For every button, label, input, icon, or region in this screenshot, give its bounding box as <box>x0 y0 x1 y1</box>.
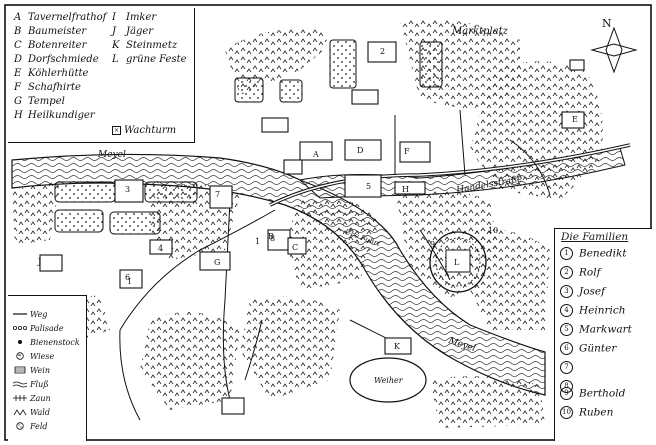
family-marker-5: 5 <box>366 182 372 191</box>
legend-entry-river: Fluß <box>12 380 49 390</box>
building-marker-l: L <box>454 258 460 267</box>
legend-entry-road: Weg <box>12 310 47 320</box>
family-marker-8: 8 <box>270 234 276 243</box>
fields <box>54 39 443 235</box>
map-frame <box>4 4 652 441</box>
building-marker-g: G <box>214 258 221 267</box>
north-label: N <box>602 17 612 30</box>
family-marker-9: 9 <box>430 240 436 249</box>
building-marker-c: C <box>292 243 299 252</box>
family-marker-1: 1 <box>255 237 261 246</box>
legend-entry-palisade: Palisade <box>12 324 64 334</box>
family-entry-7: 7 <box>560 361 579 374</box>
building-marker-f: F <box>404 147 410 156</box>
family-marker-6: 6 <box>125 273 131 282</box>
building-marker-h: H <box>402 185 409 194</box>
watchtower-entry: ×Wachturm <box>112 125 177 136</box>
building-marker-d: D <box>357 146 364 155</box>
field-icon <box>12 422 30 432</box>
family-marker-2: 2 <box>380 47 386 56</box>
legend-entry-meadow: Wiese <box>12 352 54 362</box>
north-arrow <box>590 26 638 74</box>
legend-entry-field: Feld <box>12 422 48 432</box>
family-marker-7: 7 <box>215 190 221 199</box>
fence-icon <box>12 394 30 404</box>
buildings <box>39 41 585 415</box>
pond <box>349 357 427 403</box>
legend-entry-vine: Wein <box>12 366 50 376</box>
family-marker-10: 10 <box>488 226 499 235</box>
river-left-label: Meyel <box>98 150 126 160</box>
building-marker-j: J <box>38 257 42 266</box>
legend-entry-fence: Zaun <box>12 394 51 404</box>
family-marker-3: 3 <box>125 185 131 194</box>
legend-entry-forest: Wald <box>12 408 50 418</box>
family-panel-title: Die Familien <box>561 231 629 243</box>
building-marker-e: E <box>572 115 578 124</box>
forest-icon <box>12 408 30 418</box>
road-icon <box>12 310 30 320</box>
beehive-icon <box>12 338 30 348</box>
building-marker-b: B <box>268 232 274 241</box>
family-marker-4: 4 <box>158 244 164 253</box>
building-marker-i: I <box>128 277 132 286</box>
paths <box>119 109 551 421</box>
legend-entry-beehive: Bienenstock <box>12 338 80 348</box>
vine-icon <box>12 366 30 376</box>
palisade-icon <box>12 324 30 334</box>
pond-label: Weiher <box>374 376 403 385</box>
green-fortress <box>429 231 487 293</box>
market-label: Marktplatz <box>452 26 508 37</box>
building-marker-k: K <box>394 342 400 351</box>
building-marker-a: A <box>313 150 319 159</box>
river-icon <box>12 380 30 390</box>
meadow-icon <box>12 352 30 362</box>
